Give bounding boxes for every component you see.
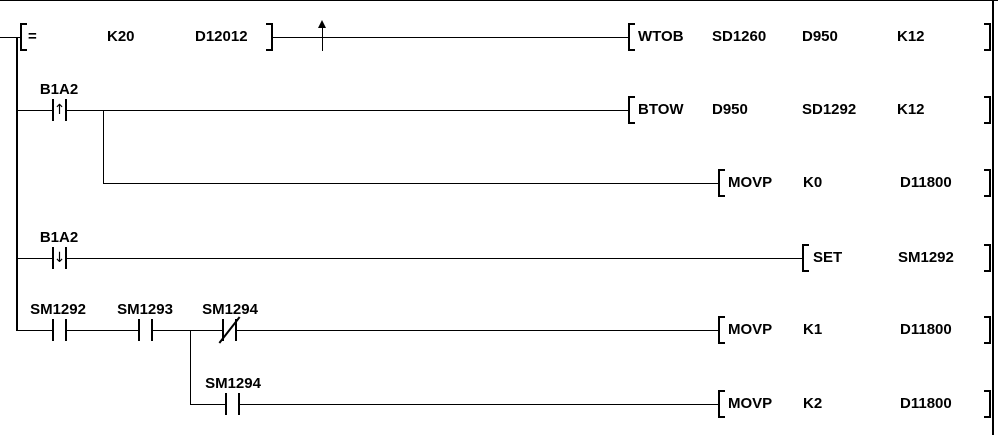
close-bracket-icon bbox=[984, 316, 991, 344]
contact-label: B1A2 bbox=[39, 81, 79, 98]
contact-sm1294-normally-closed[interactable] bbox=[218, 316, 241, 344]
rising-pulse-icon[interactable] bbox=[317, 20, 329, 54]
wire bbox=[0, 37, 20, 38]
close-bracket-icon bbox=[984, 23, 991, 51]
contact-bar bbox=[225, 393, 227, 415]
close-bracket-icon bbox=[266, 23, 273, 51]
left-power-rail bbox=[16, 37, 18, 331]
instruction-arg1: SD1260 bbox=[712, 28, 767, 45]
instruction-arg1: D950 bbox=[712, 101, 748, 118]
branch-wire bbox=[190, 330, 191, 405]
compare-instruction[interactable]: = K20 D12012 bbox=[20, 23, 273, 51]
close-bracket-icon bbox=[984, 390, 991, 418]
wire bbox=[190, 404, 225, 405]
top-border bbox=[0, 0, 998, 1]
falling-edge-icon: ↓ bbox=[53, 250, 66, 266]
open-bracket-icon bbox=[20, 23, 27, 51]
instruction-wtob[interactable]: WTOB SD1260 D950 K12 bbox=[628, 23, 991, 51]
contact-label: B1A2 bbox=[39, 229, 79, 246]
rising-edge-icon: ↑ bbox=[53, 102, 66, 118]
wire bbox=[153, 330, 222, 331]
instruction-mnemonic: BTOW bbox=[638, 101, 684, 118]
instruction-arg2: D11800 bbox=[900, 321, 952, 338]
contact-bar bbox=[65, 99, 67, 121]
instruction-arg2: D11800 bbox=[900, 174, 952, 191]
contact-b1a2-falling-edge[interactable]: ↓ bbox=[52, 247, 67, 269]
contact-bar bbox=[52, 319, 54, 341]
contact-b1a2-rising-edge[interactable]: ↑ bbox=[52, 99, 67, 121]
instruction-arg2: D11800 bbox=[900, 395, 952, 412]
close-bracket-icon bbox=[984, 244, 991, 272]
instruction-arg3: K12 bbox=[897, 101, 925, 118]
instruction-arg1: K1 bbox=[803, 321, 823, 338]
contact-bar bbox=[52, 99, 54, 121]
instruction-btow[interactable]: BTOW D950 SD1292 K12 bbox=[628, 96, 991, 124]
wire bbox=[273, 37, 628, 38]
branch-wire bbox=[103, 110, 104, 184]
right-power-rail bbox=[992, 0, 994, 435]
contact-sm1292[interactable] bbox=[52, 319, 67, 341]
instruction-movp-k0[interactable]: MOVP K0 D11800 bbox=[718, 169, 991, 197]
contact-bar bbox=[138, 319, 140, 341]
contact-sm1294-branch[interactable] bbox=[225, 393, 240, 415]
instruction-arg2: D950 bbox=[802, 28, 838, 45]
wire bbox=[18, 110, 52, 111]
instruction-mnemonic: MOVP bbox=[728, 395, 773, 412]
wire bbox=[103, 183, 718, 184]
wire bbox=[67, 258, 802, 259]
wire bbox=[67, 330, 138, 331]
open-bracket-icon bbox=[628, 23, 635, 51]
contact-bar bbox=[222, 319, 224, 341]
contact-label: SM1293 bbox=[117, 301, 173, 318]
compare-mnemonic: = bbox=[28, 28, 37, 45]
instruction-movp-k2[interactable]: MOVP K2 D11800 bbox=[718, 390, 991, 418]
instruction-arg1: SM1292 bbox=[898, 249, 954, 266]
contact-label: SM1294 bbox=[205, 375, 261, 392]
instruction-arg1: K0 bbox=[803, 174, 823, 191]
contact-label: SM1292 bbox=[30, 301, 86, 318]
wire bbox=[18, 330, 52, 331]
instruction-arg1: K2 bbox=[803, 395, 823, 412]
wire bbox=[240, 404, 718, 405]
open-bracket-icon bbox=[718, 169, 725, 197]
wire bbox=[237, 330, 718, 331]
open-bracket-icon bbox=[718, 316, 725, 344]
contact-label: SM1294 bbox=[202, 301, 258, 318]
close-bracket-icon bbox=[984, 96, 991, 124]
contact-bar bbox=[235, 319, 237, 341]
contact-bar bbox=[238, 393, 240, 415]
open-bracket-icon bbox=[718, 390, 725, 418]
instruction-mnemonic: WTOB bbox=[638, 28, 684, 45]
instruction-set[interactable]: SET SM1292 bbox=[802, 244, 991, 272]
instruction-arg2: SD1292 bbox=[802, 101, 857, 118]
contact-bar bbox=[52, 247, 54, 269]
compare-arg2: D12012 bbox=[195, 28, 248, 45]
contact-bar bbox=[65, 319, 67, 341]
compare-arg1: K20 bbox=[107, 28, 135, 45]
wire bbox=[67, 110, 628, 111]
open-bracket-icon bbox=[802, 244, 809, 272]
instruction-arg3: K12 bbox=[897, 28, 925, 45]
contact-sm1293[interactable] bbox=[138, 319, 153, 341]
instruction-mnemonic: MOVP bbox=[728, 174, 773, 191]
contact-bar bbox=[151, 319, 153, 341]
instruction-movp-k1[interactable]: MOVP K1 D11800 bbox=[718, 316, 991, 344]
instruction-mnemonic: MOVP bbox=[728, 321, 773, 338]
open-bracket-icon bbox=[628, 96, 635, 124]
wire bbox=[18, 258, 52, 259]
instruction-mnemonic: SET bbox=[813, 249, 843, 266]
contact-bar bbox=[65, 247, 67, 269]
close-bracket-icon bbox=[984, 169, 991, 197]
